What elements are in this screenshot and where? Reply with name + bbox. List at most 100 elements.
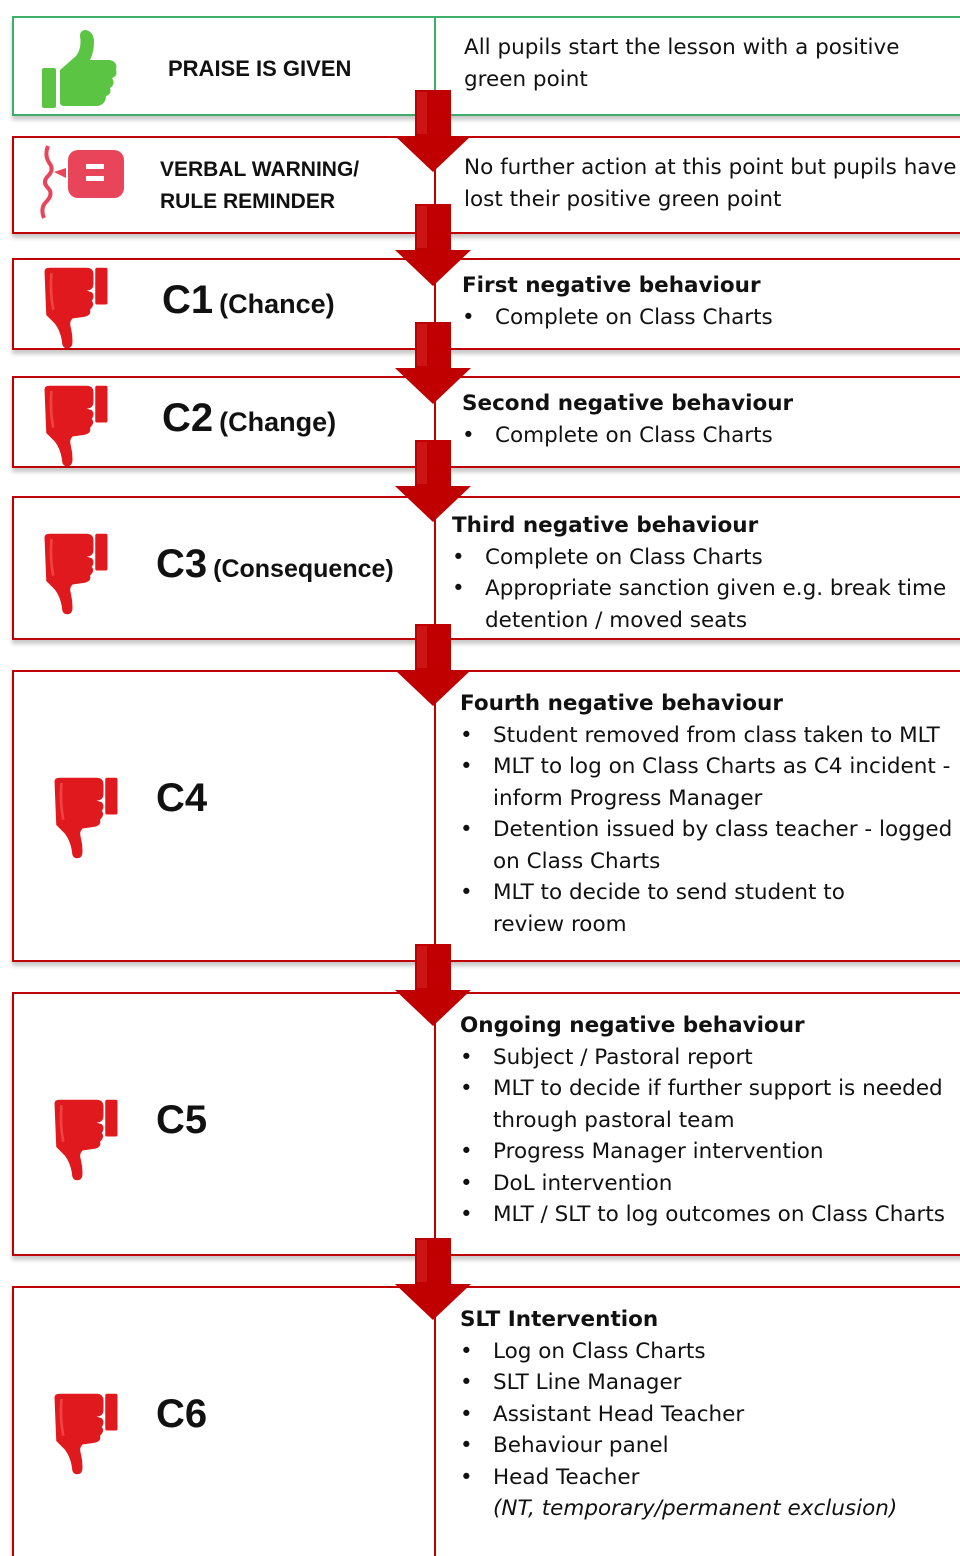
c4-heading: Fourth negative behaviour — [460, 691, 783, 716]
list-item: MLT to decide if further support is need… — [460, 1073, 960, 1105]
c4-row: C4 Fourth negative behaviour Student rem… — [12, 670, 960, 962]
list-item: MLT / SLT to log outcomes on Class Chart… — [460, 1199, 960, 1231]
down-arrow-icon — [395, 944, 471, 1026]
verbal-warning-row: VERBAL WARNING/ RULE REMINDER No further… — [12, 136, 960, 234]
praise-description: All pupils start the lesson with a posit… — [464, 32, 960, 96]
c3-sub: (Consequence) — [213, 555, 394, 583]
down-arrow-icon — [395, 204, 471, 286]
down-arrow-icon — [395, 440, 471, 522]
verbal-label-line2: RULE REMINDER — [160, 190, 336, 213]
c3-row: C3(Consequence) Third negative behaviour… — [12, 496, 960, 640]
list-item: MLT to decide to send student to — [460, 877, 960, 909]
c1-row: C1(Chance) First negative behaviour Comp… — [12, 258, 960, 350]
list-item-continuation: detention / moved seats — [485, 607, 748, 633]
c1-list: Complete on Class Charts — [462, 302, 960, 334]
list-item-continuation: through pastoral team — [493, 1107, 735, 1133]
c3-heading: Third negative behaviour — [452, 513, 759, 538]
down-arrow-icon — [395, 322, 471, 404]
exclusion-note: (NT, temporary/permanent exclusion) — [493, 1496, 898, 1521]
c4-code: C4 — [156, 776, 208, 820]
c6-label: C6 — [156, 1392, 207, 1437]
c1-label: C1(Chance) — [162, 278, 335, 323]
row-divider — [434, 138, 436, 232]
c3-label: C3(Consequence) — [156, 542, 394, 587]
c6-row: C6 SLT Intervention Log on Class Charts … — [12, 1286, 960, 1556]
c2-details: Second negative behaviour Complete on Cl… — [462, 388, 960, 451]
c5-heading: Ongoing negative behaviour — [460, 1013, 805, 1038]
c5-label: C5 — [156, 1098, 207, 1143]
c2-code: C2 — [162, 396, 214, 440]
c4-list: MLT to decide to send student to — [460, 877, 960, 909]
praise-label: PRAISE IS GIVEN — [168, 56, 352, 81]
list-item-continuation: on Class Charts — [493, 848, 661, 874]
list-item: Head Teacher — [460, 1462, 960, 1494]
c4-list: Student removed from class taken to MLT … — [460, 720, 960, 783]
thumbs-down-icon — [53, 1392, 119, 1476]
list-item: Assistant Head Teacher — [460, 1399, 960, 1431]
c3-details: Third negative behaviour Complete on Cla… — [452, 510, 960, 636]
list-item: Log on Class Charts — [460, 1336, 960, 1368]
c6-code: C6 — [156, 1392, 208, 1436]
list-item: Complete on Class Charts — [462, 420, 960, 452]
row-divider — [434, 498, 436, 638]
verbal-text-line1: No further action at this point but pupi… — [464, 155, 957, 180]
verbal-text-line2: lost their positive green point — [464, 187, 782, 212]
c1-sub: (Chance) — [219, 289, 335, 319]
row-divider — [434, 672, 436, 960]
c2-list: Complete on Class Charts — [462, 420, 960, 452]
c4-details: Fourth negative behaviour Student remove… — [460, 688, 960, 940]
c1-details: First negative behaviour Complete on Cla… — [462, 270, 960, 333]
list-item: MLT to log on Class Charts as C4 inciden… — [460, 751, 960, 783]
list-item: SLT Line Manager — [460, 1367, 960, 1399]
c5-list: Progress Manager intervention DoL interv… — [460, 1136, 960, 1231]
thumbs-down-icon — [53, 1098, 119, 1182]
c5-row: C5 Ongoing negative behaviour Subject / … — [12, 992, 960, 1256]
c2-heading: Second negative behaviour — [462, 391, 794, 416]
c2-sub: (Change) — [219, 407, 337, 437]
c2-label: C2(Change) — [162, 396, 336, 441]
c6-details: SLT Intervention Log on Class Charts SLT… — [460, 1304, 960, 1525]
praise-text-line2: green point — [464, 67, 588, 92]
row-divider — [434, 994, 436, 1254]
thumbs-down-icon — [43, 266, 109, 350]
c5-code: C5 — [156, 1098, 208, 1142]
thumbs-up-icon — [42, 30, 117, 108]
verbal-warning-label: VERBAL WARNING/ RULE REMINDER — [160, 154, 359, 218]
c1-heading: First negative behaviour — [462, 273, 761, 298]
list-item-continuation: inform Progress Manager — [493, 785, 763, 811]
list-item: DoL intervention — [460, 1168, 960, 1200]
down-arrow-icon — [395, 624, 471, 706]
thumbs-down-icon — [53, 776, 119, 860]
list-item: Subject / Pastoral report — [460, 1042, 960, 1074]
down-arrow-icon — [395, 90, 471, 172]
c5-list: Subject / Pastoral report MLT to decide … — [460, 1042, 960, 1105]
c2-row: C2(Change) Second negative behaviour Com… — [12, 376, 960, 468]
list-item: Progress Manager intervention — [460, 1136, 960, 1168]
speech-icon — [40, 145, 124, 219]
c1-code: C1 — [162, 278, 214, 322]
down-arrow-icon — [395, 1238, 471, 1320]
list-item: Student removed from class taken to MLT — [460, 720, 960, 752]
c5-details: Ongoing negative behaviour Subject / Pas… — [460, 1010, 960, 1231]
list-item: Behaviour panel — [460, 1430, 960, 1462]
row-divider — [434, 260, 436, 348]
list-item: Appropriate sanction given e.g. break ti… — [452, 573, 960, 605]
list-item: Complete on Class Charts — [462, 302, 960, 334]
list-item: Detention issued by class teacher - logg… — [460, 814, 960, 846]
row-divider — [434, 18, 436, 114]
list-item-continuation: review room — [493, 911, 627, 937]
list-item: Complete on Class Charts — [452, 542, 960, 574]
praise-row: PRAISE IS GIVEN All pupils start the les… — [12, 16, 960, 116]
praise-text-line1: All pupils start the lesson with a posit… — [464, 35, 900, 60]
row-divider — [434, 378, 436, 466]
c3-list: Complete on Class Charts Appropriate san… — [452, 542, 960, 605]
verbal-description: No further action at this point but pupi… — [464, 152, 960, 216]
thumbs-down-icon — [43, 384, 109, 468]
verbal-label-line1: VERBAL WARNING/ — [160, 158, 360, 181]
c4-list: Detention issued by class teacher - logg… — [460, 814, 960, 846]
row-divider — [434, 1288, 436, 1556]
c3-code: C3 — [156, 542, 208, 586]
thumbs-down-icon — [43, 532, 109, 616]
c6-list: Log on Class Charts SLT Line Manager Ass… — [460, 1336, 960, 1494]
c6-heading: SLT Intervention — [460, 1307, 659, 1332]
